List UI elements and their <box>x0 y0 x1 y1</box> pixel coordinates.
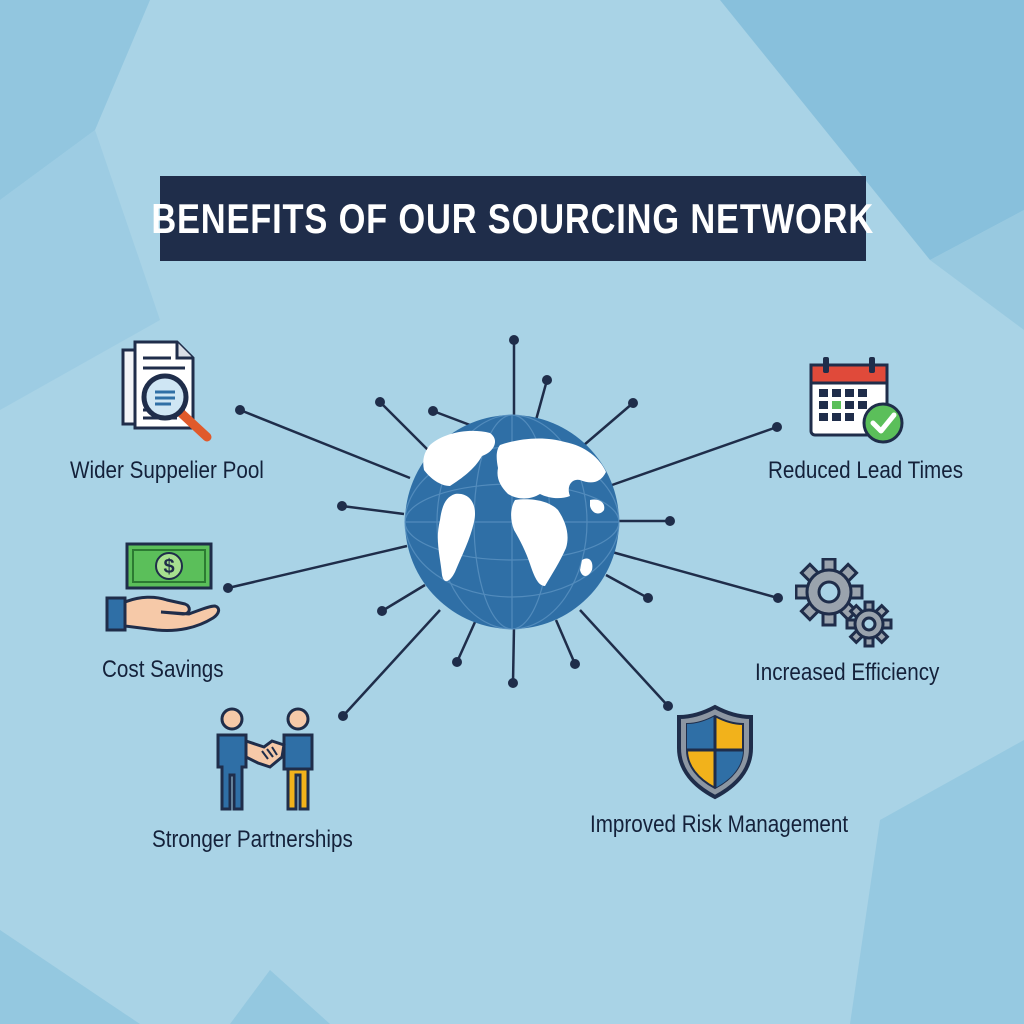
globe-icon <box>404 414 620 630</box>
title-banner: BENEFITS OF OUR SOURCING NETWORK <box>152 176 874 261</box>
benefit-label-reduced-lead-times: Reduced Lead Times <box>768 457 964 484</box>
connector-nodes <box>223 335 783 721</box>
benefit-label-wider-supplier-pool: Wider Suppelier Pool <box>70 457 264 484</box>
page-title: BENEFITS OF OUR SOURCING NETWORK <box>151 194 875 242</box>
connector-lines <box>227 340 779 717</box>
benefit-label-increased-efficiency: Increased Efficiency <box>755 659 940 686</box>
calendar-check-icon <box>809 357 904 444</box>
shield-icon <box>677 704 753 800</box>
benefit-label-stronger-partnerships: Stronger Partnerships <box>152 826 353 853</box>
gears-icon <box>795 558 893 648</box>
benefit-label-improved-risk-management: Improved Risk Management <box>590 811 849 838</box>
money-hand-icon: $ <box>105 542 221 632</box>
handshake-people-icon <box>216 707 314 811</box>
benefit-label-cost-savings: Cost Savings <box>102 656 224 683</box>
document-magnifier-icon <box>121 340 212 442</box>
dollar-sign: $ <box>163 556 174 578</box>
